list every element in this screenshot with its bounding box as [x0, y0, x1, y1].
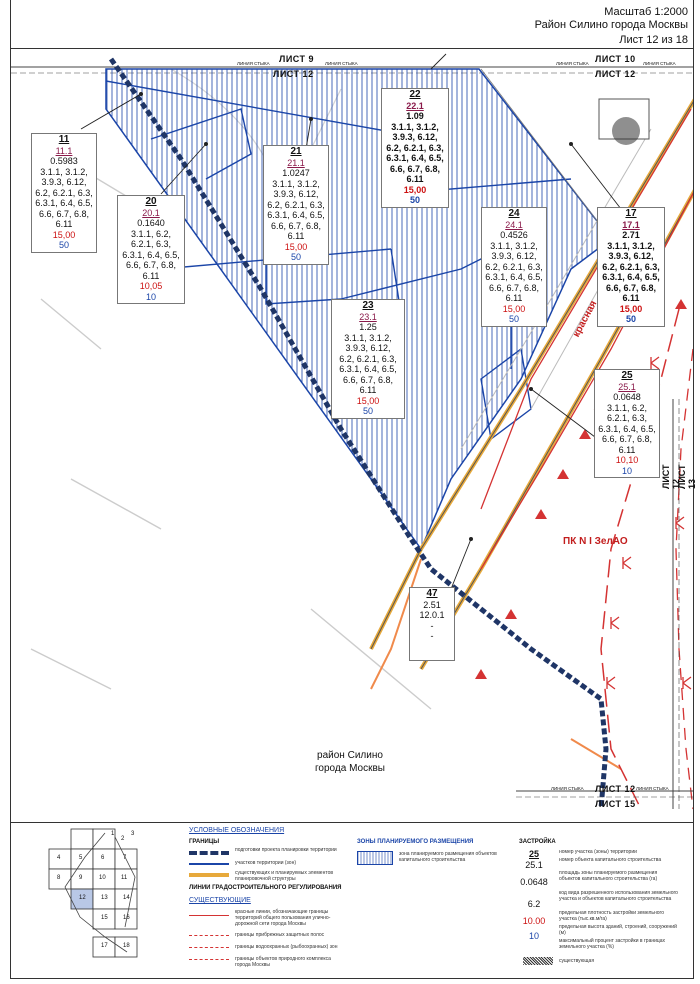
key-map-cell: 10 [99, 875, 106, 881]
key-map-cell-current: 12 [79, 895, 86, 901]
key-map-cell: 2 [121, 836, 125, 842]
junction-label: ЛИНИЯ СТЫКА [636, 786, 669, 791]
legend-build-value: 10.00 [522, 916, 546, 926]
district-label: район Силино города Москвы [315, 750, 385, 774]
header-rule [10, 48, 694, 49]
legend-borders-title: ГРАНИЦЫ [189, 839, 220, 845]
sheet-label-12-bottom: ЛИСТ 12 [595, 784, 636, 794]
legend-text: границы водоохранных (рыбоохранных) зон [235, 944, 338, 950]
legend-text: номер объекта капитального строительства [559, 857, 662, 863]
junction-label: ЛИНИЯ СТЫКА [556, 61, 589, 66]
key-map-cell: 4 [57, 855, 61, 861]
key-map-cell: 7 [123, 855, 127, 861]
legend-build-title: ЗАСТРОЙКА [519, 839, 556, 845]
planning-map: ЛИСТ 9 ЛИСТ 12 ЛИСТ 10 ЛИСТ 12 ЛИНИЯ СТЫ… [11, 49, 700, 819]
legend-swatch-water-zone [189, 947, 229, 948]
legend-text: номер участка (зоны) территории [559, 849, 637, 855]
legend-text: код вида разрешенного использования земе… [559, 890, 678, 902]
scale-label: Масштаб 1:2000 [604, 6, 688, 18]
legend-text: предельная плотность застройки земельног… [559, 910, 665, 922]
sheet-label-10: ЛИСТ 10 [595, 54, 636, 64]
planning-boundary [108, 57, 609, 810]
legend-zones-title: ЗОНЫ ПЛАНИРУЕМОГО РАЗМЕЩЕНИЯ [357, 839, 474, 845]
legend-swatch-red-line [189, 915, 229, 916]
sheet-label-9: ЛИСТ 9 [279, 54, 315, 64]
legend-text: границы объектов природного комплекса го… [235, 956, 331, 968]
legend-build-value: 6.2 [527, 899, 541, 909]
legend-text: подготовки проекта планировки территории [235, 847, 337, 853]
key-map-cell: 1 [111, 831, 115, 837]
junction-label: ЛИНИЯ СТЫКА [643, 61, 676, 66]
sheet-label-12-right: ЛИСТ 12 [595, 69, 636, 79]
district-title: Район Силино города Москвы [534, 19, 688, 31]
natural-complex-boundary [600, 308, 680, 810]
key-map-cell: 8 [57, 875, 61, 881]
key-map-cell: 15 [101, 915, 108, 921]
legend-swatch-planning-boundary [189, 851, 229, 855]
legend-swatch-coastal [189, 935, 229, 936]
legend-text: существующая [559, 958, 595, 964]
legend-build-value: 25 [528, 849, 539, 859]
sheet-frame [10, 0, 694, 979]
key-map-cell: 5 [79, 855, 83, 861]
legend-text: площадь зоны планируемого размещения объ… [559, 870, 658, 882]
legend-swatch-nature-complex [189, 959, 229, 960]
legend-existing-title: СУЩЕСТВУЮЩИЕ [189, 897, 251, 904]
legend-text: существующих и планируемых элементов пла… [235, 870, 334, 882]
key-map-cell: 3 [131, 831, 135, 837]
key-map-cell: 17 [101, 943, 108, 949]
legend-text: границы прибрежных защитных полос [235, 932, 325, 938]
legend-panel: 1 3 2 4 5 6 7 8 9 10 11 12 13 14 15 16 1… [11, 822, 693, 979]
key-map-cell: 16 [123, 915, 130, 921]
sheet-label-13: ЛИСТ 13 [677, 464, 697, 489]
key-map-cell: 14 [123, 895, 130, 901]
key-map-cell: 18 [123, 943, 130, 949]
junction-label: ЛИНИЯ СТЫКА [325, 61, 358, 66]
key-map-cell: 13 [101, 895, 108, 901]
legend-text: предельная высота зданий, строений, соор… [559, 924, 677, 936]
legend-build-value: 10 [528, 931, 539, 941]
key-map [48, 828, 138, 958]
existing-building [612, 117, 640, 145]
pk-zone-label: ПК N I ЗелАО [563, 536, 628, 547]
red-line [480, 108, 692, 510]
junction-label: ЛИНИЯ СТЫКА [237, 61, 270, 66]
legend-build-value: 0.0648 [520, 877, 548, 887]
legend-title: УСЛОВНЫЕ ОБОЗНАЧЕНИЯ [189, 827, 285, 834]
legend-build-value: 25.1 [525, 860, 543, 870]
key-map-cell: 6 [101, 855, 105, 861]
legend-text: максимальный процент застройки в граница… [559, 938, 666, 950]
legend-text: зона планируемого размещения объектов ка… [399, 851, 497, 863]
legend-text: красные линии, обозначающие границы терр… [235, 909, 331, 927]
legend-swatch-structure-border [189, 873, 229, 877]
map-drawing [11, 53, 700, 810]
legend-text: участков территории (зон) [235, 860, 296, 866]
legend-swatch-zone-border [189, 863, 229, 865]
sheet-number: Лист 12 из 18 [619, 34, 688, 46]
legend-swatch-existing-building [523, 957, 553, 965]
key-map-cell: 9 [79, 875, 83, 881]
key-map-cell: 11 [121, 875, 128, 881]
legend-regulation-title: ЛИНИИ ГРАДОСТРОИТЕЛЬНОГО РЕГУЛИРОВАНИЯ [189, 885, 342, 891]
legend-swatch-planned-zone [357, 851, 393, 865]
junction-label: ЛИНИЯ СТЫКА [551, 786, 584, 791]
sheet-label-12-top: ЛИСТ 12 [273, 69, 314, 79]
sheet-label-15: ЛИСТ 15 [595, 799, 636, 809]
